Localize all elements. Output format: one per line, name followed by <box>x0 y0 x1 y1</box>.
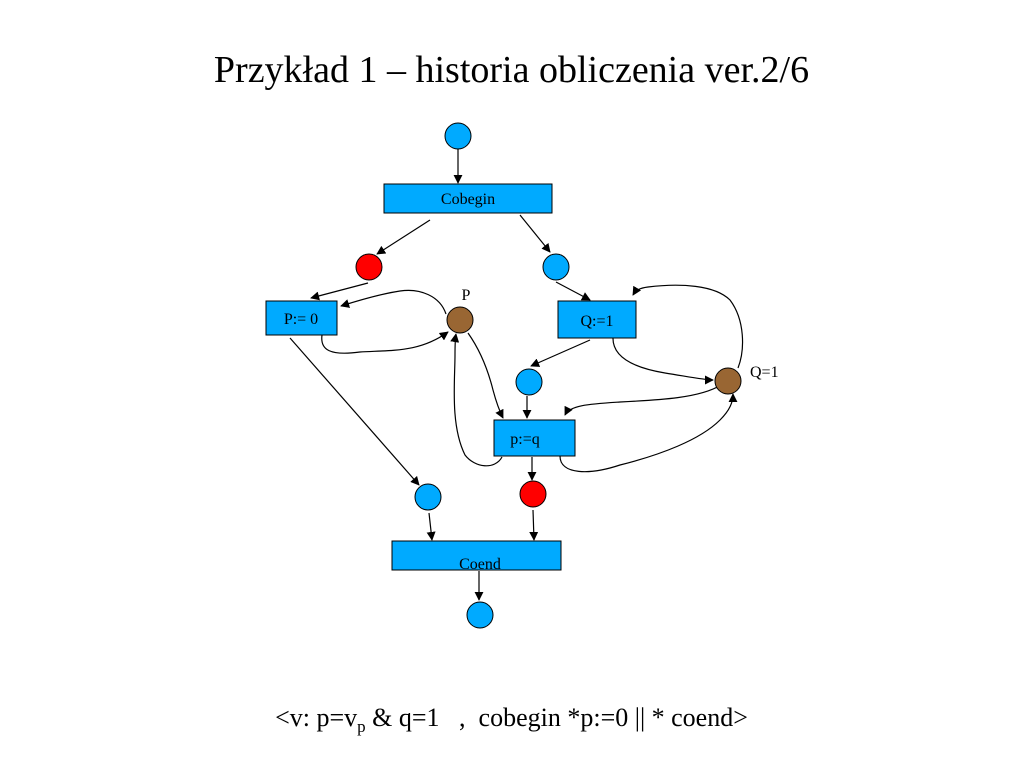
arc-p-assign-to-blue-place <box>289 337 420 486</box>
transition-pq-assign-label: p:=q <box>510 431 539 448</box>
arc-blue-place-to-q-assign <box>555 281 591 301</box>
transition-pq-assign: p:=q <box>493 419 576 457</box>
arc-red-place-to-coend <box>529 509 539 541</box>
footer-formula-start: <v: p=v <box>275 703 358 732</box>
arc-p-assign-to-p-var <box>321 331 449 354</box>
place-start <box>444 122 472 150</box>
footer-formula-subscript: p <box>357 717 366 736</box>
transition-cobegin: Cobegin <box>383 183 553 214</box>
place-right <box>542 253 570 281</box>
arc-q-var-to-pq-assign <box>564 384 722 416</box>
place-middle <box>515 368 543 396</box>
arc-cobegin-to-red-place <box>376 219 431 255</box>
transition-coend-label: Coend <box>459 556 501 573</box>
arc-q-assign-to-blue-place <box>530 339 591 367</box>
footer-formula: <v: p=vp & q=1 , cobegin *p:=0 || * coen… <box>0 700 1023 745</box>
transition-q-assign-label: Q:=1 <box>580 313 613 330</box>
arc-pq-assign-to-q-var <box>559 393 738 473</box>
arc-blue-place-to-coend <box>426 512 436 541</box>
variable-q-label: Q=1 <box>750 364 779 381</box>
place-left-bottom <box>414 483 442 511</box>
place-marked-left <box>355 253 383 281</box>
place-marked-bottom <box>519 480 547 508</box>
arc-q-assign-to-q-var <box>612 336 714 385</box>
place-variable-p <box>446 306 474 334</box>
slide-title: Przykład 1 – historia obliczenia ver.2/6 <box>213 49 810 91</box>
transition-coend: Coend <box>391 540 562 573</box>
place-end <box>466 601 494 629</box>
arcs <box>289 149 744 601</box>
transition-p-assign-label: P:= 0 <box>284 311 318 328</box>
arc-q-var-to-q-assign <box>632 284 744 369</box>
variable-p-label: P <box>462 287 471 304</box>
arc-p-var-to-p-assign <box>340 289 447 315</box>
arc-p-var-to-pq-assign <box>467 332 504 419</box>
transition-cobegin-label: Cobegin <box>441 191 495 208</box>
arc-cobegin-to-blue-place <box>519 214 551 253</box>
place-variable-q <box>714 367 742 395</box>
footer-formula-end: & q=1 , cobegin *p:=0 || * coend> <box>365 703 748 732</box>
transition-p-assign: P:= 0 <box>265 300 338 336</box>
arc-red-place-to-p-assign <box>310 282 369 301</box>
transition-q-assign: Q:=1 <box>557 300 637 339</box>
arc-pq-assign-to-p-var <box>450 333 503 467</box>
